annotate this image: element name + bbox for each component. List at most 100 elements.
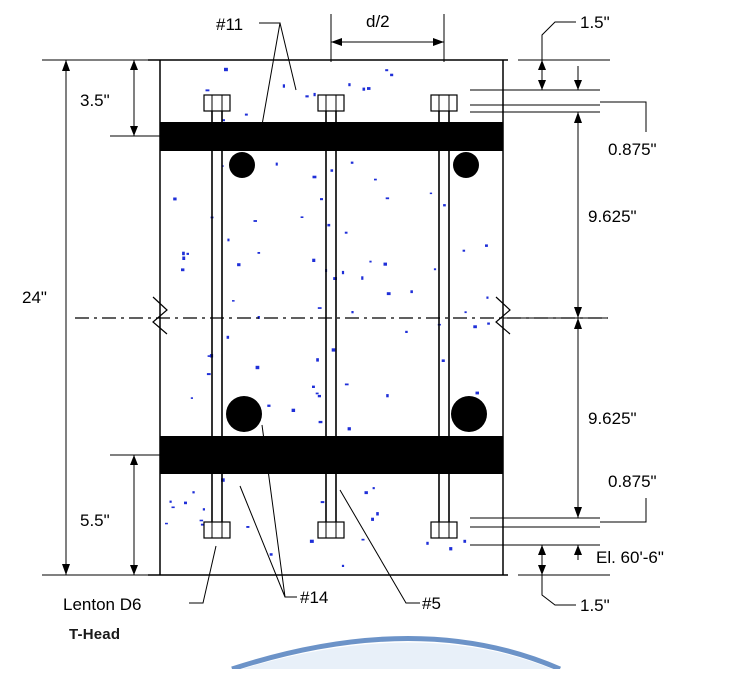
concrete-speckle: [383, 262, 387, 266]
concrete-speckle: [361, 538, 365, 541]
concrete-speckle: [222, 119, 225, 122]
concrete-speckle: [317, 307, 322, 309]
concrete-speckle: [433, 268, 437, 271]
bar-14-section-left: [226, 396, 262, 432]
concrete-speckle: [312, 258, 316, 262]
bottom-reinforcement-layer: [160, 436, 503, 474]
concrete-speckle: [173, 197, 177, 201]
concrete-speckle: [226, 335, 230, 339]
concrete-speckle: [386, 292, 391, 296]
concrete-speckle: [327, 223, 331, 227]
label-top-depth: 3.5": [80, 91, 110, 110]
concrete-speckle: [182, 251, 185, 256]
concrete-speckle: [475, 391, 479, 395]
concrete-speckle: [200, 523, 204, 526]
concrete-speckle: [486, 296, 489, 299]
concrete-speckle: [405, 330, 408, 333]
concrete-speckle: [291, 408, 296, 412]
concrete-speckle: [443, 204, 446, 207]
concrete-speckle: [462, 249, 466, 252]
t-head-top-left: [203, 94, 231, 112]
break-mark-left: [152, 296, 168, 335]
leader-bar-11: [259, 22, 297, 126]
concrete-speckle: [165, 522, 168, 525]
concrete-speckle: [205, 89, 210, 92]
leader-gap-top: [600, 101, 647, 132]
concrete-speckle: [313, 92, 316, 97]
watermark-arc-inner: [242, 642, 552, 669]
concrete-speckle: [344, 383, 349, 386]
concrete-speckle: [410, 290, 413, 294]
concrete-speckle: [376, 512, 379, 516]
concrete-speckle: [224, 67, 228, 72]
concrete-speckle: [315, 392, 319, 395]
label-gap-bottom: 0.875": [608, 472, 657, 491]
concrete-speckle: [320, 198, 323, 201]
top-reinforcement-layer: [160, 122, 503, 151]
concrete-speckle: [169, 500, 172, 503]
concrete-speckle: [369, 260, 372, 263]
concrete-speckle: [371, 517, 374, 521]
leader-cover-top: [541, 21, 576, 60]
concrete-speckle: [275, 162, 278, 166]
concrete-speckle: [317, 394, 321, 398]
concrete-speckle: [463, 539, 467, 543]
t-head-bottom-right: [430, 521, 458, 539]
concrete-speckle: [257, 252, 261, 254]
concrete-speckle: [429, 192, 433, 195]
concrete-speckle: [344, 231, 348, 234]
concrete-speckle: [385, 197, 390, 200]
footer-label: T-Head: [69, 626, 121, 643]
concrete-speckle: [331, 348, 336, 352]
concrete-speckle: [485, 244, 488, 247]
t-head-top-mid: [317, 94, 345, 112]
label-bottom-depth: 5.5": [80, 511, 110, 530]
bar-14-section-right: [451, 396, 487, 432]
concrete-speckle: [464, 311, 467, 314]
concrete-speckle: [386, 394, 389, 398]
concrete-speckle: [282, 84, 285, 88]
concrete-speckle: [385, 69, 389, 72]
concrete-speckle: [348, 83, 351, 87]
label-gap-top: 0.875": [608, 140, 657, 159]
label-bar-5: #5: [422, 594, 441, 613]
concrete-speckle: [182, 256, 186, 260]
leader-bar-14: [239, 424, 297, 598]
concrete-speckle: [341, 564, 345, 567]
concrete-speckle: [181, 268, 185, 272]
concrete-speckle: [361, 276, 364, 280]
label-total-depth: 24": [22, 288, 47, 307]
label-span-upper: 9.625": [588, 207, 637, 226]
concrete-speckle: [347, 427, 351, 431]
concrete-speckle: [449, 547, 453, 551]
leader-bar-5: [339, 489, 420, 604]
label-elevation: El. 60'-6": [596, 548, 664, 567]
bar-11-section-right: [453, 152, 479, 178]
concrete-speckle: [171, 506, 175, 509]
concrete-speckle: [253, 220, 257, 222]
concrete-speckle: [390, 73, 394, 77]
concrete-speckle: [184, 501, 187, 505]
label-cover-bottom: 1.5": [580, 596, 610, 615]
concrete-speckle: [351, 311, 354, 314]
bar-11-section-left: [229, 152, 255, 178]
t-head-bottom-left: [203, 521, 231, 539]
leader-lenton: [189, 545, 217, 604]
concrete-speckle: [192, 491, 195, 494]
concrete-speckle: [186, 252, 189, 255]
concrete-speckle: [267, 404, 271, 407]
concrete-speckle: [367, 87, 371, 90]
concrete-speckle: [246, 526, 250, 528]
concrete-speckle: [221, 478, 225, 482]
concrete-speckle: [362, 87, 366, 91]
concrete-speckle: [244, 113, 248, 116]
leader-cover-bottom: [541, 575, 576, 606]
concrete-speckle: [330, 169, 334, 172]
label-head-type: Lenton D6: [63, 595, 141, 614]
t-head-bottom-mid: [317, 521, 345, 539]
concrete-speckle: [312, 385, 315, 388]
concrete-speckle: [318, 420, 323, 424]
t-heads-top: [203, 94, 458, 112]
